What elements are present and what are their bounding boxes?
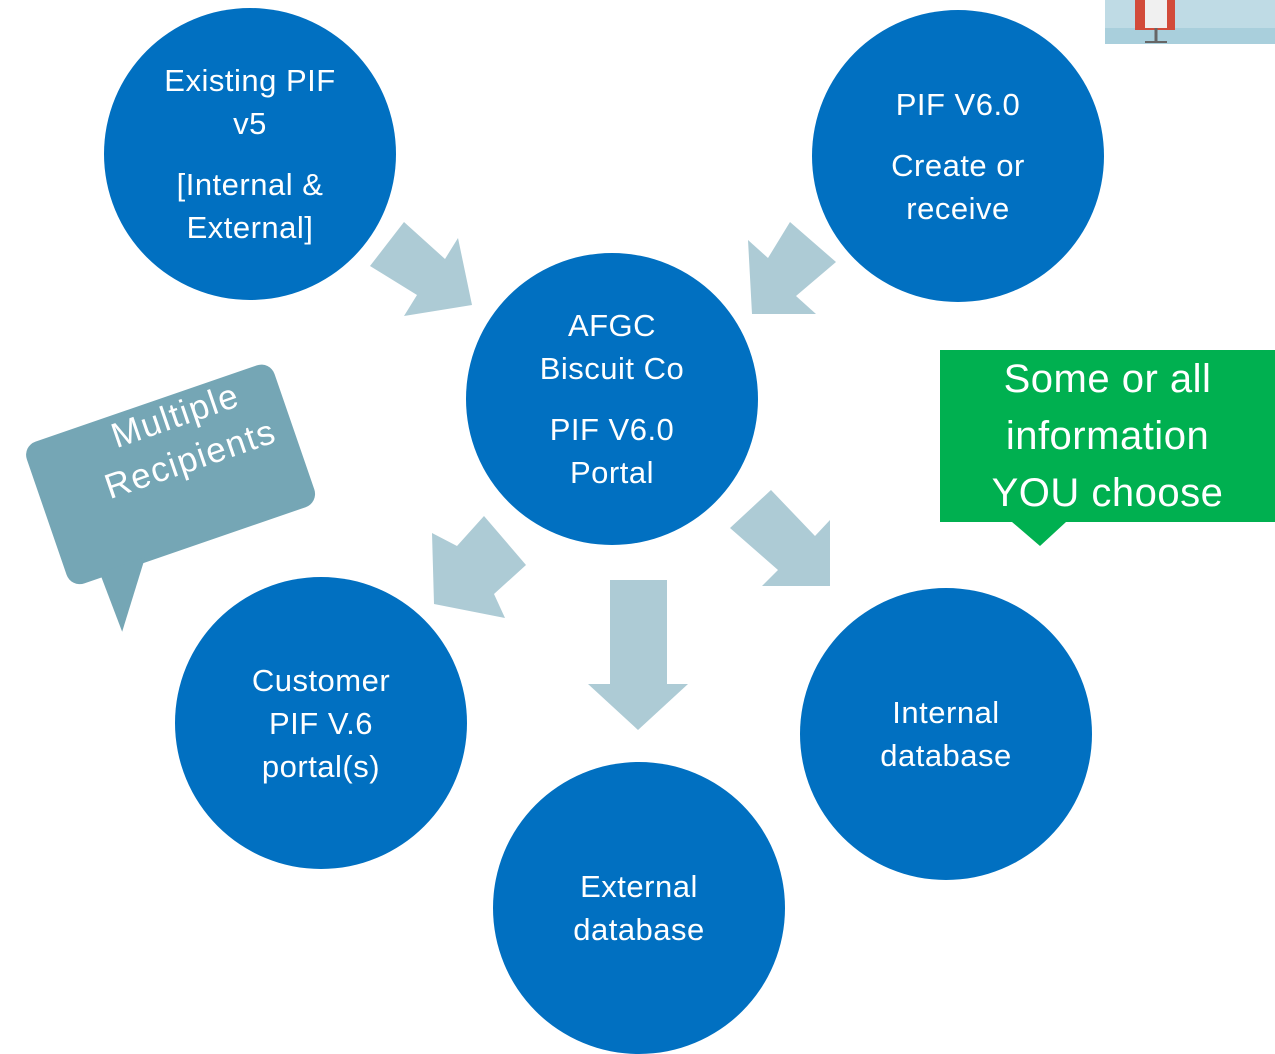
callout-line: Some or all xyxy=(1003,356,1212,401)
node-customer-portal: Customer PIF V.6 portal(s) xyxy=(175,577,467,869)
node-label-line: Create or xyxy=(891,147,1025,183)
node-label-line: Existing PIF xyxy=(164,63,336,98)
node-external-database: External database xyxy=(493,762,785,1054)
node-label-line: Internal xyxy=(892,695,1000,730)
node-label-line: Portal xyxy=(570,455,654,490)
some-or-all-callout: Some or all information YOU choose xyxy=(940,350,1275,522)
multiple-recipients-callout-shape xyxy=(26,364,316,632)
callout-line: YOU choose xyxy=(991,470,1224,515)
node-label-line: PIF V6.0 xyxy=(549,412,675,447)
node-label-line: PIF V.6 xyxy=(268,705,374,741)
corner-illustration xyxy=(1105,0,1275,44)
node-pif-v6: PIF V6.0 Create or receive xyxy=(812,10,1104,302)
node-label-line: Customer xyxy=(251,662,391,698)
node-label-line: AFGC xyxy=(567,308,657,343)
callout-line: information xyxy=(1005,413,1210,458)
arrow-pifv6-to-afgc xyxy=(748,222,836,314)
arrow-afgc-to-customer xyxy=(432,516,526,618)
arrow-afgc-to-internal xyxy=(730,490,830,586)
some-or-all-callout-tail xyxy=(1012,522,1066,546)
node-label-line: External] xyxy=(186,210,314,245)
node-afgc-portal: AFGC Biscuit Co PIF V6.0 Portal xyxy=(466,253,758,545)
node-label-line: v5 xyxy=(233,106,267,141)
arrow-existing-to-afgc xyxy=(370,222,472,316)
arrow-afgc-to-external xyxy=(588,580,688,730)
node-existing-pif: Existing PIF v5 [Internal & External] xyxy=(104,8,396,300)
node-label-line: External xyxy=(580,869,698,904)
node-label-line: portal(s) xyxy=(261,748,381,784)
node-label-line: receive xyxy=(906,190,1010,226)
node-label-line: Biscuit Co xyxy=(539,351,685,386)
node-label-line: database xyxy=(880,738,1012,773)
node-label-line: PIF V6.0 xyxy=(895,86,1021,122)
node-label-line: database xyxy=(573,912,705,947)
node-internal-database: Internal database xyxy=(800,588,1092,880)
node-label-line: [Internal & xyxy=(176,167,324,202)
